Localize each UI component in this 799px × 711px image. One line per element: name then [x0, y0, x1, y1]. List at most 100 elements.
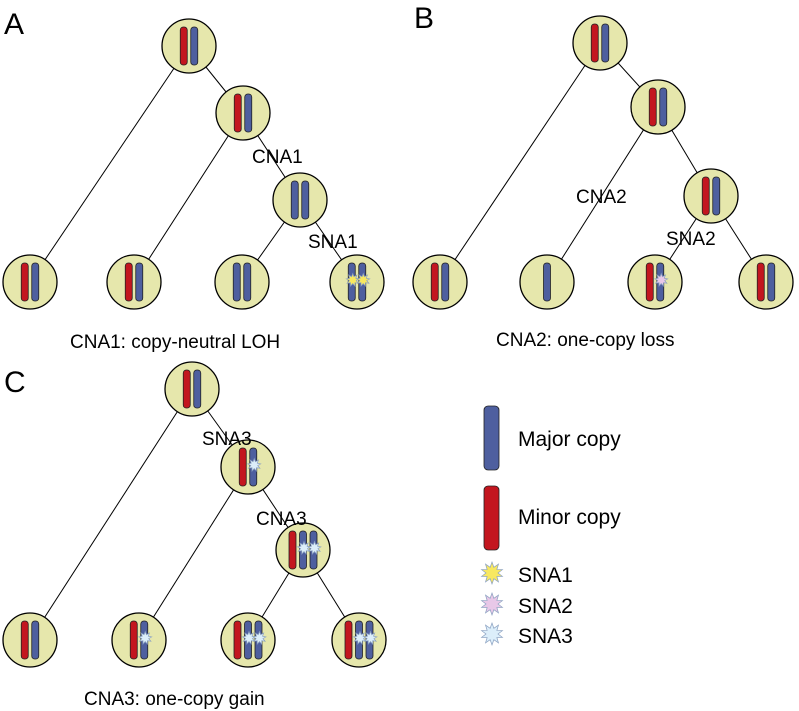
minor-copy-chromosome	[182, 369, 191, 409]
sna3-mutation-icon	[137, 630, 153, 646]
panel-b: B CNA2 SNA2 CNA2: one-copy loss	[412, 2, 794, 351]
legend-sna1-label: SNA1	[518, 564, 573, 587]
event-label-cna2: CNA2	[576, 187, 627, 208]
nodes	[412, 15, 794, 310]
cell-leaf2	[111, 612, 167, 668]
cell-n2	[272, 172, 328, 228]
panel-a-caption: CNA1: copy-neutral LOH	[70, 332, 280, 353]
cell-n1	[215, 85, 271, 141]
panel-c-caption: CNA3: one-copy gain	[84, 689, 265, 710]
event-label-sna3: SNA3	[202, 429, 252, 450]
cell-n2	[275, 522, 331, 578]
sna3-mutation-icon	[363, 630, 378, 646]
minor-copy-chromosome	[645, 262, 654, 302]
event-label-cna3: CNA3	[256, 509, 307, 530]
panel-c: C SNA3 CNA3 CNA3: one-copy gain	[2, 361, 387, 710]
cell-n2	[683, 168, 739, 224]
major-copy-chromosome	[601, 23, 610, 63]
sna3-mutation-icon	[241, 630, 257, 646]
cell-circle	[272, 172, 328, 228]
sna3-mutation-icon	[252, 630, 267, 646]
cell-leaf4	[329, 254, 385, 310]
major-copy-chromosome	[232, 262, 241, 302]
tree-edge	[29, 388, 193, 641]
cell-leaf2	[106, 254, 162, 310]
major-copy-chromosome	[244, 93, 253, 133]
cell-circle	[106, 254, 162, 310]
major-copy-chromosome	[301, 180, 310, 220]
cell-circle	[572, 15, 628, 71]
cell-root	[161, 18, 217, 74]
cell-n1	[220, 439, 276, 495]
legend-sna2-icon	[480, 591, 504, 617]
minor-copy-chromosome	[590, 23, 599, 63]
sna2-mutation-icon	[653, 272, 669, 288]
major-copy-chromosome	[290, 180, 299, 220]
tree-edge	[546, 106, 659, 283]
sna3-mutation-icon	[246, 457, 262, 473]
cell-leaf1	[2, 612, 58, 668]
cell-circle	[215, 85, 271, 141]
cell-circle	[220, 439, 276, 495]
cell-circle	[164, 361, 220, 417]
sna3-mutation-icon	[307, 540, 322, 556]
cell-circle	[2, 254, 58, 310]
cell-root	[164, 361, 220, 417]
tree-edge	[439, 42, 601, 283]
tree-edge	[29, 45, 190, 283]
cell-leaf1	[2, 254, 58, 310]
legend-sna3-label: SNA3	[518, 625, 573, 648]
cell-leaf4	[331, 612, 387, 668]
cell-circle	[630, 79, 686, 135]
cell-leaf2	[519, 254, 575, 310]
event-label-cna1: CNA1	[252, 147, 303, 168]
event-label-sna1: SNA1	[308, 232, 358, 253]
tree-edge	[138, 466, 249, 641]
cell-circle	[412, 254, 468, 310]
cell-circle	[111, 612, 167, 668]
nodes	[2, 18, 385, 310]
minor-copy-chromosome	[179, 26, 188, 66]
legend: Major copy Minor copy SNA1 SNA2 SNA3	[480, 405, 621, 648]
panel-letter-b: B	[414, 2, 434, 35]
cell-circle	[683, 168, 739, 224]
minor-copy-chromosome	[233, 620, 242, 660]
panel-a: A CNA1 SNA1 CNA1: copy-neutral LOH	[2, 8, 385, 353]
star-icon	[480, 621, 504, 647]
minor-copy-chromosome	[430, 262, 439, 302]
major-copy-chromosome	[31, 620, 40, 660]
minor-copy-chromosome	[648, 87, 657, 127]
minor-copy-chromosome	[344, 620, 353, 660]
cell-leaf4	[738, 254, 794, 310]
cell-circle	[2, 612, 58, 668]
cell-circle	[738, 254, 794, 310]
cell-circle	[161, 18, 217, 74]
cell-circle	[627, 254, 683, 310]
sna3-mutation-icon	[352, 630, 368, 646]
minor-copy-chromosome	[238, 447, 247, 487]
major-copy-chromosome	[441, 262, 450, 302]
star-icon	[480, 560, 504, 586]
minor-copy-chromosome	[129, 620, 138, 660]
minor-copy-chromosome	[20, 262, 29, 302]
cell-n1	[630, 79, 686, 135]
sna1-mutation-icon	[355, 272, 371, 288]
cell-circle	[214, 254, 270, 310]
minor-copy-chromosome	[20, 620, 29, 660]
major-copy-chromosome	[767, 262, 776, 302]
legend-major-copy-swatch	[483, 405, 500, 471]
major-copy-chromosome	[712, 176, 721, 216]
nodes	[2, 361, 387, 668]
major-copy-chromosome	[135, 262, 144, 302]
edges	[29, 388, 360, 641]
minor-copy-chromosome	[756, 262, 765, 302]
major-copy-chromosome	[543, 262, 551, 302]
major-copy-chromosome	[193, 369, 202, 409]
sna1-mutation-icon	[345, 272, 361, 288]
panel-letter-a: A	[4, 8, 24, 41]
minor-copy-chromosome	[701, 176, 710, 216]
cell-root	[572, 15, 628, 71]
legend-sna2-label: SNA2	[518, 595, 573, 618]
panel-letter-c: C	[4, 366, 26, 399]
